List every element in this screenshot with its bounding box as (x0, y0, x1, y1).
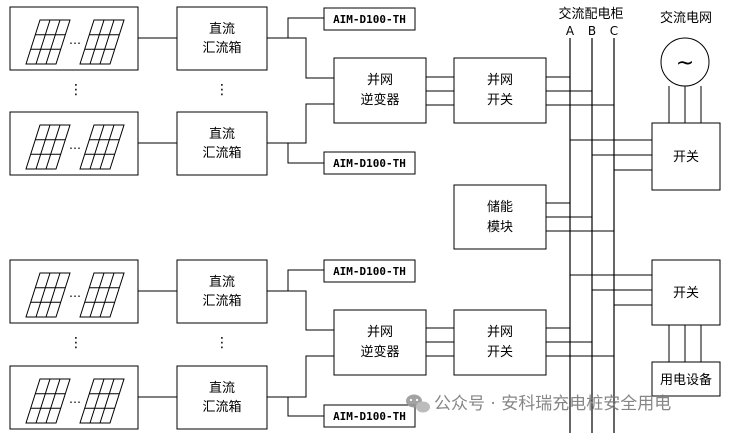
vertical-ellipsis: ⋮ (69, 82, 83, 98)
ac-bus-bars (569, 38, 615, 433)
svg-text:AIM-D100-TH: AIM-D100-TH (333, 157, 406, 170)
bus-phase-b: B (588, 24, 596, 38)
pv-array-3: … (9, 259, 139, 324)
monitor-aim-d100-th-1: AIM-D100-TH (323, 7, 416, 31)
watermark-text: 公众号 · 安科瑞充电桩安全用电 (434, 394, 671, 414)
svg-text:逆变器: 逆变器 (360, 92, 399, 108)
svg-text:并网: 并网 (367, 325, 393, 340)
bus-phase-c: C (610, 24, 618, 38)
pv-array-1: … (9, 6, 139, 71)
panel-dots: … (69, 33, 81, 47)
electrical-load-equipment: 用电设备 (651, 361, 721, 397)
vertical-ellipsis: ⋮ (215, 335, 229, 351)
panel-dots: … (69, 286, 81, 300)
dc-combiner-box-1: 直流 汇流箱 (176, 6, 268, 71)
ac-grid-source: ~ (660, 37, 710, 87)
svg-text:AIM-D100-TH: AIM-D100-TH (333, 410, 406, 423)
svg-text:直流: 直流 (209, 381, 235, 396)
svg-text:逆变器: 逆变器 (360, 344, 399, 360)
watermark: 公众号 · 安科瑞充电桩安全用电 (406, 394, 671, 414)
dc-combiner-box-2: 直流 汇流箱 (176, 111, 268, 176)
pv-array-4: … (9, 365, 139, 430)
svg-text:AIM-D100-TH: AIM-D100-TH (333, 265, 406, 278)
wiring (138, 17, 702, 417)
monitor-aim-d100-th-2: AIM-D100-TH (323, 151, 416, 175)
svg-text:开关: 开关 (673, 286, 699, 301)
grid-tie-inverter-1: 并网 逆变器 (333, 57, 427, 124)
svg-text:直流: 直流 (209, 127, 235, 142)
svg-text:AIM-D100-TH: AIM-D100-TH (333, 13, 406, 26)
svg-text:开关: 开关 (673, 150, 699, 165)
svg-text:汇流箱: 汇流箱 (202, 40, 241, 56)
load-switch-lower: 开关 (651, 259, 721, 326)
monitor-aim-d100-th-4: AIM-D100-TH (323, 404, 416, 428)
svg-text:开关: 开关 (487, 93, 513, 108)
svg-text:直流: 直流 (209, 275, 235, 290)
dc-combiner-box-4: 直流 汇流箱 (176, 365, 268, 430)
grid-switch-upper: 开关 (651, 122, 721, 191)
energy-storage-module: 储能 模块 (453, 184, 547, 250)
svg-text:汇流箱: 汇流箱 (202, 293, 241, 309)
panel-dots: … (69, 138, 81, 152)
svg-text:模块: 模块 (487, 220, 513, 235)
svg-text:并网: 并网 (487, 73, 513, 88)
svg-text:并网: 并网 (367, 73, 393, 88)
bus-phase-a: A (566, 24, 575, 38)
wechat-icon (406, 394, 430, 413)
svg-text:储能: 储能 (487, 200, 513, 215)
monitor-aim-d100-th-3: AIM-D100-TH (323, 259, 416, 283)
ac-grid-label: 交流电网 (660, 10, 712, 26)
ac-source-icon: ~ (676, 51, 694, 76)
grid-connection-switch-2: 并网 开关 (453, 309, 547, 376)
grid-tie-inverter-2: 并网 逆变器 (333, 309, 427, 376)
dc-combiner-box-3: 直流 汇流箱 (176, 259, 268, 324)
svg-text:汇流箱: 汇流箱 (202, 399, 241, 415)
ac-distribution-cabinet-label: 交流配电柜 (558, 6, 623, 22)
svg-text:汇流箱: 汇流箱 (202, 145, 241, 161)
grid-connection-switch-1: 并网 开关 (453, 57, 547, 124)
svg-text:并网: 并网 (487, 325, 513, 340)
svg-text:用电设备: 用电设备 (660, 372, 712, 388)
vertical-ellipsis: ⋮ (69, 335, 83, 351)
pv-array-2: … (9, 111, 139, 176)
svg-text:直流: 直流 (209, 22, 235, 37)
vertical-ellipsis: ⋮ (215, 82, 229, 98)
panel-dots: … (69, 392, 81, 406)
svg-text:开关: 开关 (487, 345, 513, 360)
